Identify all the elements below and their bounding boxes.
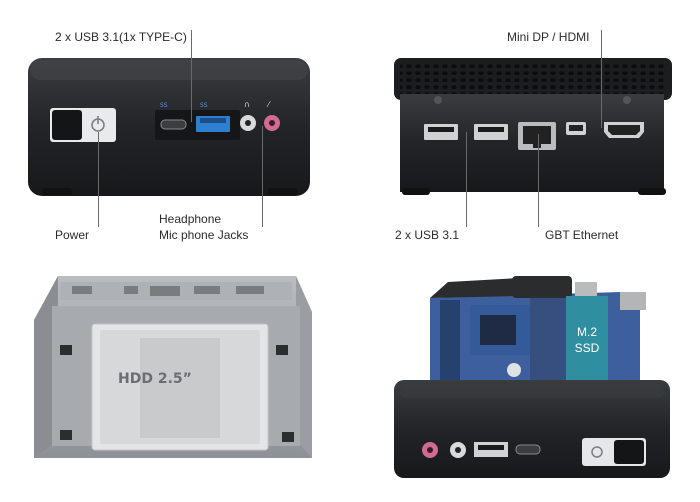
leader-line-minidp-hdmi <box>601 30 602 128</box>
ssd-label-line1: M.2 <box>576 325 597 339</box>
drive-tray-photo <box>34 276 312 458</box>
hdd-label: HDD 2.5” <box>118 371 192 387</box>
label-usb31: 2 x USB 3.1 <box>395 228 460 242</box>
motherboard-photo <box>394 276 670 478</box>
svg-text:∩: ∩ <box>244 100 250 109</box>
leader-line-audio <box>262 126 263 227</box>
label-headphone: Headphone <box>159 212 222 226</box>
front-panel-photo: SS SS ∩ ⁄ <box>28 58 310 196</box>
leader-line-power <box>98 132 99 227</box>
svg-text:SS: SS <box>160 102 168 109</box>
leader-line-ethernet <box>538 134 539 227</box>
label-minidp-hdmi: Mini DP / HDMI <box>507 30 590 44</box>
svg-text:⁄: ⁄ <box>266 100 271 109</box>
leader-line-usb31 <box>466 132 467 227</box>
ssd-label-line2: SSD <box>574 341 600 355</box>
label-mic-jacks: Mic phone Jacks <box>159 228 249 242</box>
label-gbt-ethernet: GBT Ethernet <box>545 228 619 242</box>
leader-line-usb-typec <box>191 30 192 122</box>
rear-panel-photo <box>394 58 672 195</box>
svg-text:SS: SS <box>200 102 208 109</box>
label-power: Power <box>55 228 90 242</box>
label-usb-typec: 2 x USB 3.1(1x TYPE-C) <box>55 30 187 44</box>
